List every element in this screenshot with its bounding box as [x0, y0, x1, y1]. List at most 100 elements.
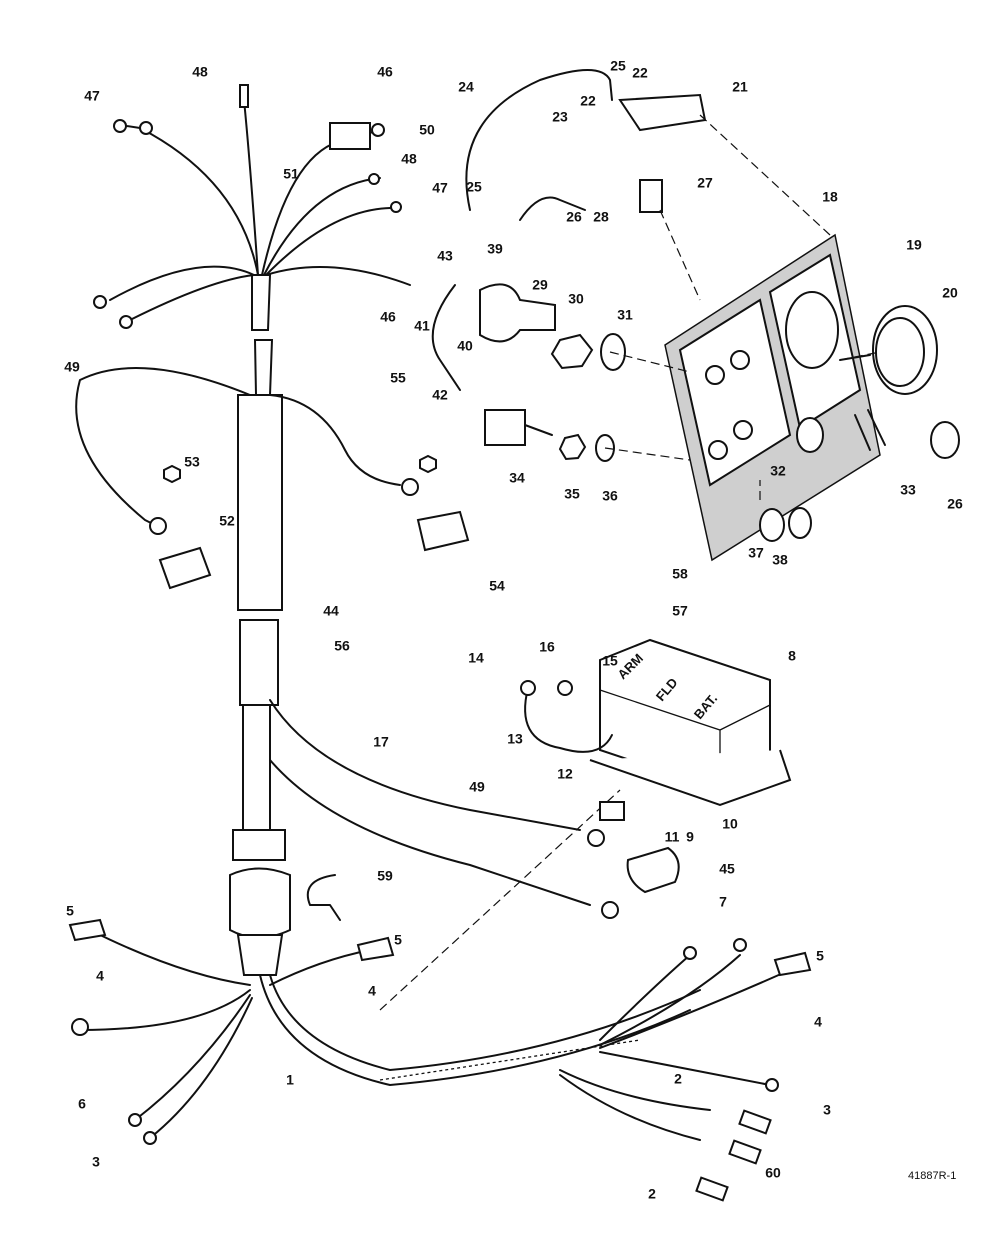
callout-53: 53: [184, 454, 200, 470]
retainer-wire: [306, 874, 341, 921]
callout-42: 42: [432, 387, 448, 403]
bezel: [788, 507, 812, 539]
callout-60: 60: [765, 1165, 781, 1181]
callout-44: 44: [323, 603, 339, 619]
callout-32: 32: [770, 463, 786, 479]
callout-23: 23: [552, 109, 568, 125]
callout-5: 5: [66, 903, 74, 919]
callout-46: 46: [377, 64, 393, 80]
callout-16: 16: [539, 639, 555, 655]
callout-59: 59: [377, 868, 393, 884]
callout-24: 24: [458, 79, 474, 95]
callout-10: 10: [722, 816, 738, 832]
keys: [854, 409, 886, 451]
callout-26: 26: [947, 496, 963, 512]
callout-4: 4: [96, 968, 104, 984]
callout-9: 9: [686, 829, 694, 845]
nut: [558, 433, 587, 461]
connector-socket: [229, 867, 291, 939]
plug-connector: [329, 122, 371, 150]
callout-48: 48: [401, 151, 417, 167]
callout-38: 38: [772, 552, 788, 568]
lower-branches: [68, 874, 812, 1202]
connector-plug: [232, 829, 286, 861]
nut: [550, 333, 594, 370]
washer: [600, 333, 626, 371]
drawing-number: 41887R-1: [908, 1170, 956, 1182]
callout-49: 49: [64, 359, 80, 375]
callout-34: 34: [509, 470, 525, 486]
callout-4: 4: [814, 1014, 822, 1030]
callout-41: 41: [414, 318, 430, 334]
boot: [626, 846, 680, 894]
callout-21: 21: [732, 79, 748, 95]
callout-3: 3: [92, 1154, 100, 1170]
ignition-switch: [431, 283, 556, 391]
callout-11: 11: [665, 829, 680, 845]
cap: [930, 421, 960, 459]
callout-22: 22: [632, 65, 648, 81]
toggle-switch: [484, 409, 553, 446]
callout-51: 51: [283, 166, 299, 182]
callout-5: 5: [394, 932, 402, 948]
callout-48: 48: [192, 64, 208, 80]
callout-17: 17: [373, 734, 389, 750]
battery-cables: [75, 367, 619, 919]
callout-19: 19: [906, 237, 922, 253]
callout-35: 35: [564, 486, 580, 502]
callout-8: 8: [788, 648, 796, 664]
callout-39: 39: [487, 241, 503, 257]
callout-28: 28: [593, 209, 609, 225]
battery-terminal-clamp: [416, 510, 470, 552]
callout-56: 56: [334, 638, 350, 654]
callout-6: 6: [78, 1096, 86, 1112]
callout-45: 45: [719, 861, 735, 877]
callout-22: 22: [580, 93, 596, 109]
bezel: [759, 508, 785, 542]
callout-52: 52: [219, 513, 235, 529]
callout-50: 50: [419, 122, 435, 138]
callout-25: 25: [610, 58, 626, 74]
instrument-panel: [664, 233, 881, 562]
callout-46: 46: [380, 309, 396, 325]
callout-7: 7: [719, 894, 727, 910]
gauge: [839, 305, 938, 395]
spring: [639, 179, 663, 213]
callout-12: 12: [557, 766, 573, 782]
callout-13: 13: [507, 731, 523, 747]
callout-37: 37: [748, 545, 764, 561]
callout-36: 36: [602, 488, 618, 504]
callout-31: 31: [617, 307, 633, 323]
callout-2: 2: [674, 1071, 682, 1087]
bezel: [796, 417, 824, 453]
callout-43: 43: [437, 248, 453, 264]
bracket: [618, 93, 707, 132]
callout-18: 18: [822, 189, 838, 205]
callout-5: 5: [816, 948, 824, 964]
callout-47: 47: [432, 180, 448, 196]
voltage-regulator: ARM FLD BAT.: [520, 638, 792, 821]
callout-29: 29: [532, 277, 548, 293]
callout-55: 55: [390, 370, 406, 386]
callout-26: 26: [566, 209, 582, 225]
callout-15: 15: [602, 653, 618, 669]
callout-54: 54: [489, 578, 505, 594]
callout-33: 33: [900, 482, 916, 498]
callout-2: 2: [648, 1186, 656, 1202]
callout-47: 47: [84, 88, 100, 104]
callout-3: 3: [823, 1102, 831, 1118]
callout-1: 1: [286, 1072, 294, 1088]
callout-30: 30: [568, 291, 584, 307]
callout-57: 57: [672, 603, 688, 619]
callout-58: 58: [672, 566, 688, 582]
callout-27: 27: [697, 175, 713, 191]
upper-wire-fan: [93, 84, 411, 329]
nut: [419, 454, 437, 474]
callout-40: 40: [457, 338, 473, 354]
callout-20: 20: [942, 285, 958, 301]
callout-14: 14: [468, 650, 484, 666]
harness-trunk: [229, 274, 701, 1086]
nut: [163, 464, 181, 484]
